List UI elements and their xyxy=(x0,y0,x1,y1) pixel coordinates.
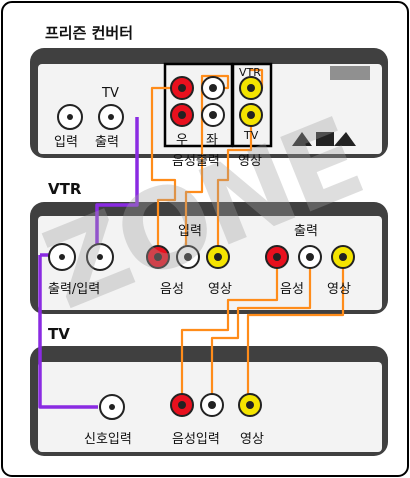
av-cable xyxy=(150,68,345,403)
tv-jacks xyxy=(99,393,262,420)
vtr-in-video-label: 영상 xyxy=(208,282,232,297)
tv-video-label: 영상 xyxy=(240,432,264,447)
converter-title: 프리즌 컨버터 xyxy=(45,24,134,42)
left-channel-label: 좌 xyxy=(206,133,218,148)
triangle-icon xyxy=(292,132,312,146)
tv-out-top-label: TV xyxy=(102,86,119,101)
converter-display xyxy=(330,66,370,80)
audio-out-label: 음성출력 xyxy=(172,154,220,169)
vtr-input-header: 입력 xyxy=(178,224,202,239)
right-channel-label: 우 xyxy=(176,133,188,148)
square-icon xyxy=(316,132,334,146)
tv-jack-label: TV xyxy=(244,129,259,142)
converter-video-label: 영상 xyxy=(238,154,262,169)
vtr-jack-label: VTR xyxy=(239,66,261,79)
triangle-icon xyxy=(334,132,356,146)
tv-out-bottom-label: 출력 xyxy=(95,135,119,150)
tv-title: TV xyxy=(48,325,70,343)
rf-input-label: 입력 xyxy=(54,135,78,150)
converter-device xyxy=(30,48,388,158)
vtr-output-header: 출력 xyxy=(294,224,318,239)
vtr-jacks xyxy=(48,243,355,271)
converter-jacks xyxy=(57,76,263,130)
tv-audio-input-label: 음성입력 xyxy=(172,432,220,447)
tv-signal-input-label: 신호입력 xyxy=(84,432,132,447)
vtr-title: VTR xyxy=(48,180,82,198)
vtr-out-video-label: 영상 xyxy=(327,282,351,297)
vtr-out-audio-label: 음성 xyxy=(280,282,304,297)
vtr-rf-label: 출력/입력 xyxy=(48,282,101,297)
vtr-in-audio-label: 음성 xyxy=(160,282,184,297)
